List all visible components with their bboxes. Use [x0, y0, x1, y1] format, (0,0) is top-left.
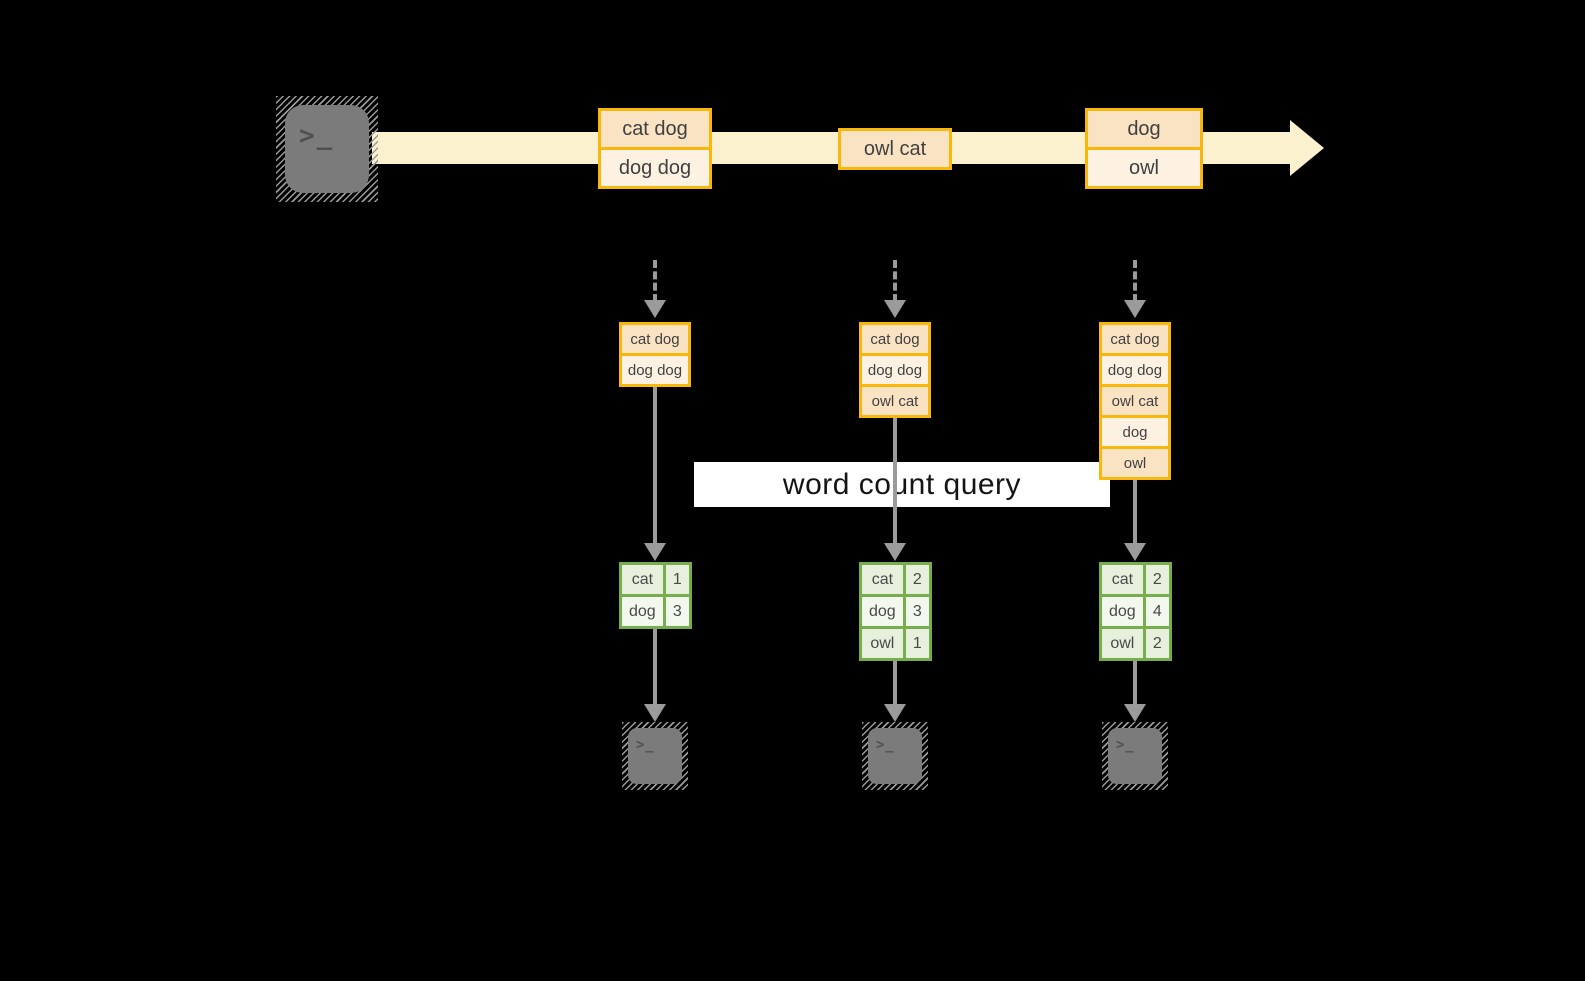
arrowhead-down-icon: [884, 300, 906, 318]
source-terminal-icon: >_: [276, 96, 378, 202]
word-cell: dog: [862, 597, 903, 626]
batch-line: dog dog: [862, 356, 928, 384]
arrowhead-down-icon: [884, 704, 906, 722]
micro-batch-2: cat dog dog dog owl cat: [859, 322, 931, 418]
solid-connector-1: [653, 385, 657, 545]
count-table-2: cat 2 dog 3 owl 1: [859, 562, 932, 661]
stream-event-1: cat dog dog dog: [598, 108, 712, 189]
micro-batch-3: cat dog dog dog owl cat dog owl: [1099, 322, 1171, 480]
arrowhead-down-icon: [1124, 300, 1146, 318]
solid-connector-4: [653, 629, 657, 706]
word-cell: dog: [1102, 597, 1143, 626]
count-cell: 2: [905, 565, 929, 594]
arrowhead-down-icon: [884, 543, 906, 561]
dashed-connector-1: [653, 260, 657, 302]
arrowhead-down-icon: [644, 300, 666, 318]
count-cell: 4: [1145, 597, 1169, 626]
dashed-connector-3: [1133, 260, 1137, 302]
dashed-connector-2: [893, 260, 897, 302]
terminal-screen: >_: [628, 728, 682, 784]
arrowhead-down-icon: [1124, 704, 1146, 722]
table-row: dog 3: [622, 597, 689, 626]
batch-line: cat dog: [862, 325, 928, 353]
arrowhead-down-icon: [644, 704, 666, 722]
count-cell: 2: [1145, 565, 1169, 594]
terminal-prompt-glyph: >_: [876, 737, 895, 753]
terminal-prompt-glyph: >_: [636, 737, 655, 753]
stream-event-line: owl: [1088, 150, 1200, 186]
arrowhead-down-icon: [644, 543, 666, 561]
word-cell: cat: [1102, 565, 1143, 594]
table-row: dog 3: [862, 597, 929, 626]
stream-arrowhead-icon: [1290, 120, 1324, 176]
query-label: word count query: [694, 462, 1110, 507]
count-cell: 1: [905, 629, 929, 658]
batch-line: dog dog: [622, 356, 688, 384]
word-cell: owl: [862, 629, 903, 658]
table-row: cat 1: [622, 565, 689, 594]
stream-event-line: cat dog: [601, 111, 709, 147]
table-row: cat 2: [1102, 565, 1169, 594]
sink-terminal-icon-2: >_: [862, 722, 928, 790]
sink-terminal-icon-1: >_: [622, 722, 688, 790]
word-cell: cat: [622, 565, 663, 594]
table-row: dog 4: [1102, 597, 1169, 626]
sink-terminal-icon-3: >_: [1102, 722, 1168, 790]
table-row: owl 2: [1102, 629, 1169, 658]
count-table-1: cat 1 dog 3: [619, 562, 692, 629]
stream-event-line: dog dog: [601, 150, 709, 186]
terminal-prompt-glyph: >_: [299, 121, 335, 151]
stream-event-line: dog: [1088, 111, 1200, 147]
stream-event-line: owl cat: [841, 131, 949, 167]
solid-connector-2: [893, 416, 897, 545]
solid-connector-3: [1133, 478, 1137, 545]
batch-line: owl cat: [862, 387, 928, 415]
solid-connector-6: [1133, 661, 1137, 706]
batch-line: dog dog: [1102, 356, 1168, 384]
stream-event-2: owl cat: [838, 128, 952, 170]
word-cell: cat: [862, 565, 903, 594]
terminal-prompt-glyph: >_: [1116, 737, 1135, 753]
terminal-screen: >_: [285, 105, 369, 193]
terminal-screen: >_: [868, 728, 922, 784]
table-row: cat 2: [862, 565, 929, 594]
count-cell: 2: [1145, 629, 1169, 658]
count-cell: 3: [905, 597, 929, 626]
count-cell: 1: [665, 565, 689, 594]
batch-line: owl cat: [1102, 387, 1168, 415]
stream-event-3: dog owl: [1085, 108, 1203, 189]
solid-connector-5: [893, 661, 897, 706]
batch-line: owl: [1102, 449, 1168, 477]
batch-line: cat dog: [1102, 325, 1168, 353]
table-row: owl 1: [862, 629, 929, 658]
count-table-3: cat 2 dog 4 owl 2: [1099, 562, 1172, 661]
word-cell: owl: [1102, 629, 1143, 658]
batch-line: dog: [1102, 418, 1168, 446]
arrowhead-down-icon: [1124, 543, 1146, 561]
micro-batch-1: cat dog dog dog: [619, 322, 691, 387]
word-cell: dog: [622, 597, 663, 626]
count-cell: 3: [665, 597, 689, 626]
terminal-screen: >_: [1108, 728, 1162, 784]
batch-line: cat dog: [622, 325, 688, 353]
